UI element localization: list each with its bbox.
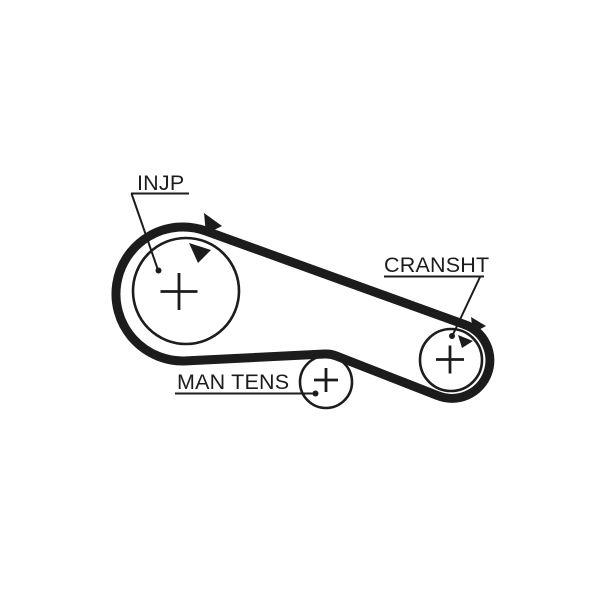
- injp-leader-line: [130, 193, 159, 271]
- cransht-timing-mark-arrow-icon: [458, 335, 473, 348]
- timing-belt: [111, 222, 495, 403]
- man-tens-label: MAN TENS: [177, 370, 289, 394]
- injp-label: INJP: [137, 171, 184, 195]
- belt-direction-arrow-icon: [204, 213, 222, 234]
- belt-direction-arrow-icon: [471, 317, 486, 333]
- cransht-leader-dot: [449, 333, 455, 339]
- injp-leader-dot: [155, 267, 162, 274]
- cransht-center-cross-icon: [436, 345, 464, 374]
- man-tens-leader-dot: [312, 390, 319, 397]
- injp-timing-mark-arrow-icon: [189, 243, 211, 263]
- man-tens-center-cross-icon: [314, 368, 338, 392]
- injp-center-cross-icon: [160, 273, 198, 310]
- cransht-label: CRANSHT: [384, 253, 489, 277]
